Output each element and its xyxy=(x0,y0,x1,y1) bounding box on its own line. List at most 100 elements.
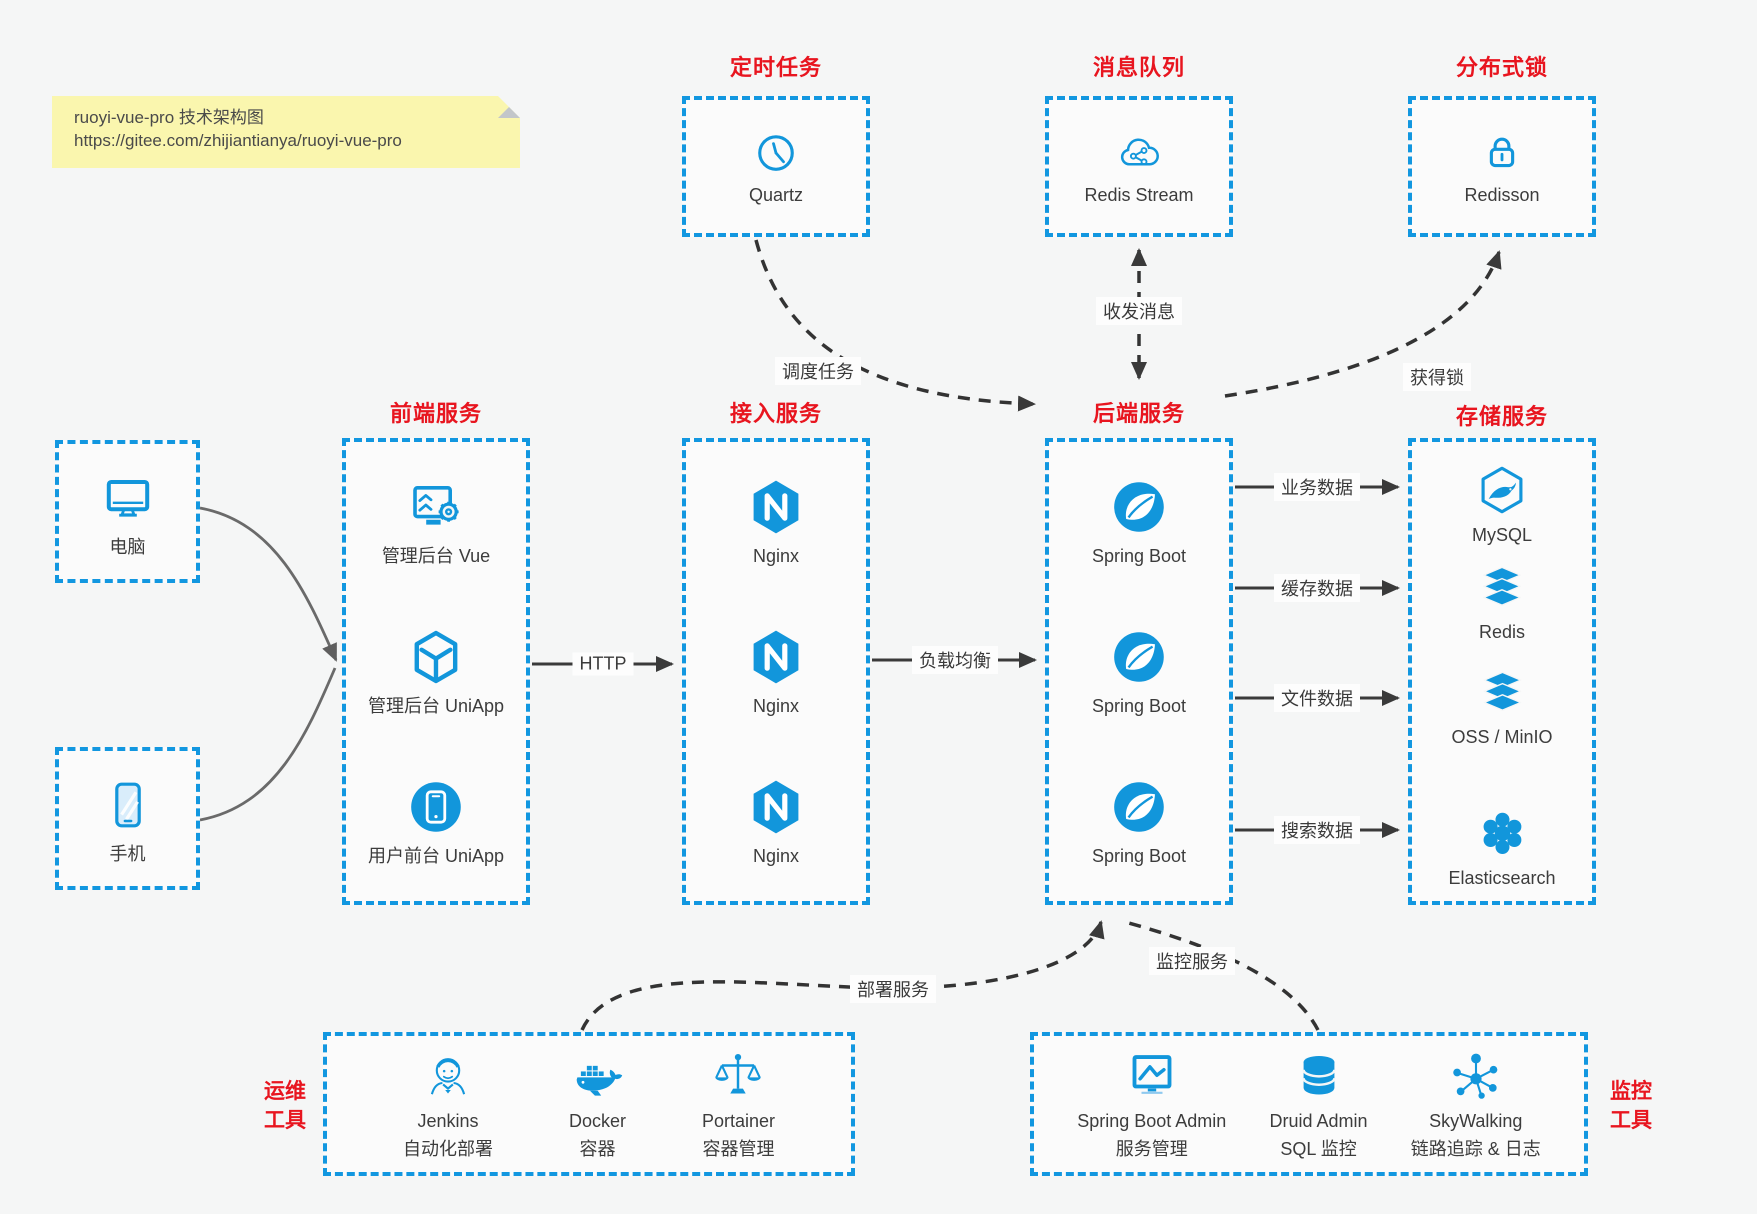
mysql-node: MySQL xyxy=(1472,462,1532,546)
node-label: Redis Stream xyxy=(1084,184,1194,205)
node-label: Nginx xyxy=(752,846,800,866)
quartz-node: Quartz xyxy=(749,128,803,206)
edge-label-http: HTTP xyxy=(572,652,634,676)
database-icon xyxy=(1291,1048,1347,1104)
node-label: Redisson xyxy=(1464,184,1540,205)
redisson-node: Redisson xyxy=(1464,128,1540,206)
storage-box: MySQL Redis OSS / MinIO Elasticsearch xyxy=(1408,438,1596,905)
jenkins-node: Jenkins 自动化部署 xyxy=(403,1048,493,1160)
node-label: Docker xyxy=(568,1111,626,1131)
node-label: Spring Boot Admin xyxy=(1077,1111,1227,1131)
mq-box: Redis Stream xyxy=(1045,96,1233,237)
spring-boot-admin-node: Spring Boot Admin 服务管理 xyxy=(1077,1048,1226,1160)
mysql-icon xyxy=(1474,462,1530,518)
edge-label-file-data: 文件数据 xyxy=(1274,684,1360,712)
pc-client-box: 电脑 xyxy=(55,440,200,583)
spring-icon xyxy=(1107,475,1171,539)
smartphone-icon xyxy=(96,773,160,837)
node-label: 用户前台 UniApp xyxy=(367,846,505,866)
node-label: 电脑 xyxy=(109,536,146,557)
redis-stream-node: Redis Stream xyxy=(1084,128,1194,206)
group-title-storage: 存储服务 xyxy=(1455,404,1549,429)
node-label: Nginx xyxy=(752,546,800,566)
devops-side-title: 运维 工具 xyxy=(264,1080,306,1132)
mobile-node: 手机 xyxy=(96,773,160,865)
edge-label-business-data: 业务数据 xyxy=(1274,473,1360,501)
scheduler-box: Quartz xyxy=(682,96,870,237)
monitoring-side-title: 监控 工具 xyxy=(1610,1080,1652,1132)
cloud-share-icon xyxy=(1114,128,1164,178)
group-title-gateway: 接入服务 xyxy=(729,401,823,426)
node-sublabel: 容器 xyxy=(579,1139,616,1159)
edge-label-messages: 收发消息 xyxy=(1096,297,1182,325)
portainer-icon xyxy=(710,1048,766,1104)
nginx-icon xyxy=(744,475,808,539)
group-title-mq: 消息队列 xyxy=(1092,55,1186,80)
monitor-chart-icon xyxy=(1124,1048,1180,1104)
oss-minio-node: OSS / MinIO xyxy=(1451,664,1553,748)
node-label: Spring Boot xyxy=(1091,846,1187,866)
node-sublabel: 服务管理 xyxy=(1115,1139,1188,1159)
oss-stack-icon xyxy=(1474,664,1530,720)
node-label: OSS / MinIO xyxy=(1451,727,1553,747)
admin-vue-node: 管理后台 Vue xyxy=(382,475,490,567)
group-title-scheduler: 定时任务 xyxy=(729,55,823,80)
group-title-frontend: 前端服务 xyxy=(389,401,483,426)
nginx-node: Nginx xyxy=(744,775,808,867)
jenkins-icon xyxy=(420,1048,476,1104)
sticky-note: ruoyi-vue-pro 技术架构图 https://gitee.com/zh… xyxy=(52,96,520,168)
desktop-icon xyxy=(96,466,160,530)
gateway-box: Nginx Nginx Nginx xyxy=(682,438,870,905)
redis-node: Redis xyxy=(1474,559,1530,643)
node-label: SkyWalking xyxy=(1429,1111,1523,1131)
spring-boot-node: Spring Boot xyxy=(1092,625,1186,717)
skywalking-node: SkyWalking 链路追踪 & 日志 xyxy=(1411,1048,1541,1160)
node-label: Spring Boot xyxy=(1091,546,1187,566)
group-title-backend: 后端服务 xyxy=(1092,401,1186,426)
note-url: https://gitee.com/zhijiantianya/ruoyi-vu… xyxy=(74,131,402,150)
spring-icon xyxy=(1107,625,1171,689)
node-label: Elasticsearch xyxy=(1448,868,1556,888)
elasticsearch-node: Elasticsearch xyxy=(1448,805,1556,889)
edge-label-monitor: 监控服务 xyxy=(1149,947,1235,975)
admin-vue-icon xyxy=(404,475,468,539)
node-label: Spring Boot xyxy=(1091,696,1187,716)
clock-icon xyxy=(751,128,801,178)
lock-icon xyxy=(1477,128,1527,178)
mobile-app-icon xyxy=(404,775,468,839)
redis-stack-icon xyxy=(1474,559,1530,615)
spring-boot-node: Spring Boot xyxy=(1092,475,1186,567)
lock-box: Redisson xyxy=(1408,96,1596,237)
devops-box: Jenkins 自动化部署 Docker 容器 Portainer 容器管理 xyxy=(323,1032,855,1176)
druid-admin-node: Druid Admin SQL 监控 xyxy=(1270,1048,1368,1160)
node-label: Redis xyxy=(1478,622,1526,642)
monitoring-box: Spring Boot Admin 服务管理 Druid Admin SQL 监… xyxy=(1030,1032,1588,1176)
user-uniapp-node: 用户前台 UniApp xyxy=(368,775,504,867)
edge-label-acquire-lock: 获得锁 xyxy=(1403,363,1471,391)
nginx-icon xyxy=(744,775,808,839)
node-label: Quartz xyxy=(748,184,804,205)
node-sublabel: 容器管理 xyxy=(702,1139,775,1159)
edge-label-schedule: 调度任务 xyxy=(775,357,861,385)
node-sublabel: 链路追踪 & 日志 xyxy=(1410,1139,1541,1159)
edge-label-cache-data: 缓存数据 xyxy=(1274,574,1360,602)
edge-label-deploy: 部署服务 xyxy=(850,975,936,1003)
portainer-node: Portainer 容器管理 xyxy=(702,1048,775,1160)
node-label: MySQL xyxy=(1471,525,1533,545)
topology-icon xyxy=(1448,1048,1504,1104)
spring-boot-node: Spring Boot xyxy=(1092,775,1186,867)
nginx-node: Nginx xyxy=(744,475,808,567)
docker-icon xyxy=(569,1048,625,1104)
admin-uniapp-node: 管理后台 UniApp xyxy=(368,625,504,717)
node-label: Portainer xyxy=(701,1111,776,1131)
frontend-box: 管理后台 Vue 管理后台 UniApp 用户前台 UniApp xyxy=(342,438,530,905)
docker-node: Docker 容器 xyxy=(569,1048,626,1160)
node-label: 管理后台 Vue xyxy=(381,546,491,566)
node-label: 管理后台 UniApp xyxy=(367,696,505,716)
edge-label-search-data: 搜索数据 xyxy=(1274,816,1360,844)
nginx-icon xyxy=(744,625,808,689)
note-title: ruoyi-vue-pro 技术架构图 xyxy=(74,108,264,127)
node-label: Jenkins xyxy=(417,1111,479,1131)
backend-box: Spring Boot Spring Boot Spring Boot xyxy=(1045,438,1233,905)
